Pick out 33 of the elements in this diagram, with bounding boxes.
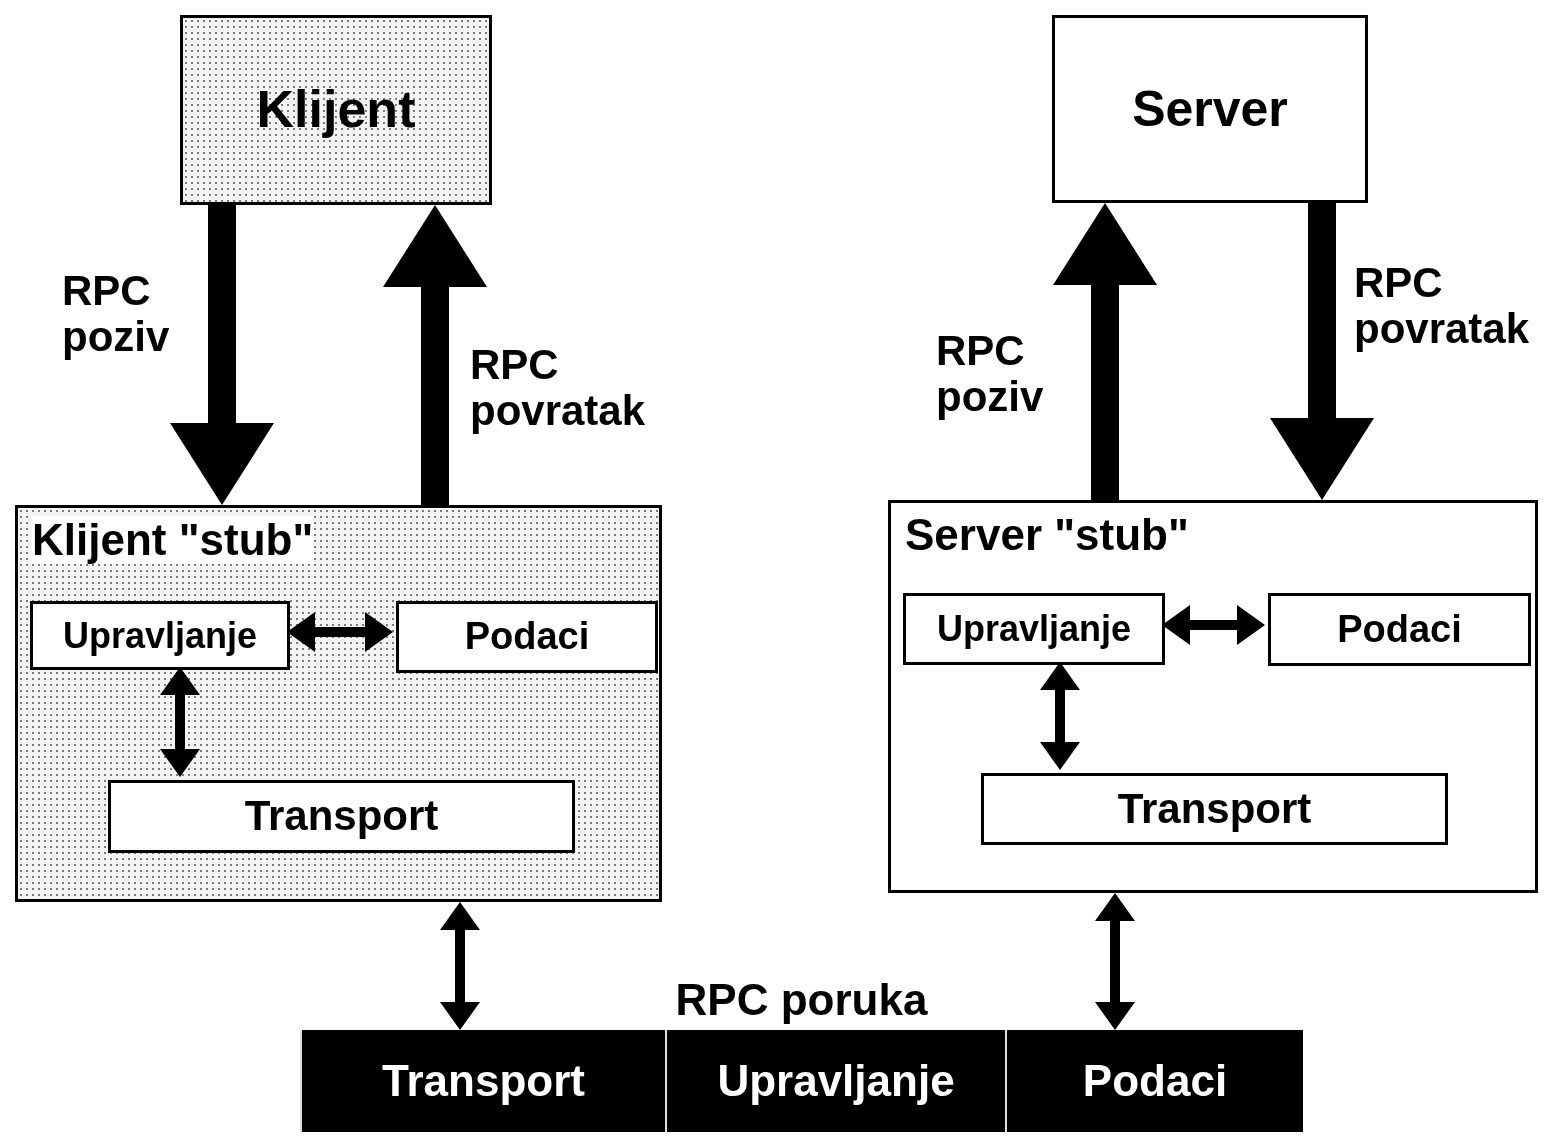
box-label: Upravljanje — [717, 1056, 955, 1106]
process-box — [1052, 15, 1368, 203]
arrow — [1053, 203, 1157, 500]
arrow — [383, 205, 487, 505]
panel-heading: Klijent "stub" — [32, 516, 314, 565]
box-label: Podaci — [464, 616, 590, 658]
box-label: Transport — [382, 1056, 585, 1106]
double-arrow — [1162, 605, 1265, 645]
arrow — [170, 205, 274, 505]
component-box — [30, 601, 290, 670]
double-arrow — [1040, 662, 1080, 770]
box-label: Upravljanje — [62, 615, 258, 656]
process-box — [180, 15, 492, 205]
component-box — [981, 773, 1448, 845]
component-box — [1268, 593, 1531, 666]
box-label: Upravljanje — [936, 609, 1132, 649]
arrow — [1270, 203, 1374, 500]
component-box — [108, 780, 575, 853]
component-box — [396, 601, 658, 673]
box-label: Podaci — [1082, 1056, 1228, 1106]
double-arrow — [440, 902, 480, 1030]
box-label: Server — [1132, 81, 1288, 137]
double-arrow — [287, 612, 393, 652]
message-heading: RPC poruka — [674, 975, 929, 1025]
stub-panel — [888, 500, 1538, 893]
stub-panel — [15, 505, 662, 902]
box-label: Podaci — [1337, 608, 1462, 651]
box-label: Transport — [244, 793, 439, 840]
box-label: Transport — [1117, 785, 1312, 833]
component-box — [903, 593, 1165, 665]
double-arrow — [1095, 893, 1135, 1030]
box-label: Klijent — [256, 81, 416, 139]
double-arrow — [160, 667, 200, 777]
